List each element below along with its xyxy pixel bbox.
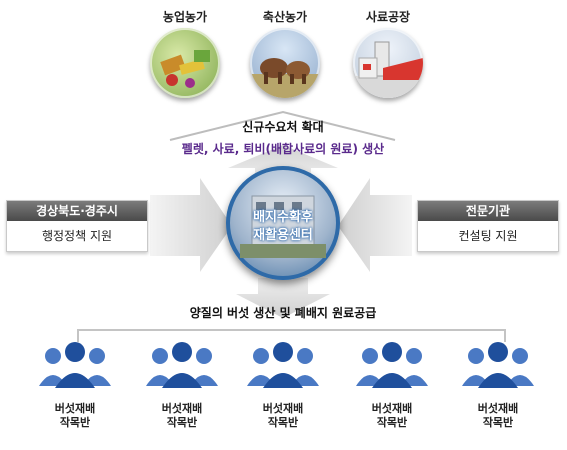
people-group-icon xyxy=(247,342,319,388)
right-arrow xyxy=(338,178,412,272)
bottom-connector-line xyxy=(77,329,506,342)
group-2-label-line1: 버섯재배 xyxy=(161,402,203,415)
expansion-title: 신규수요처 확대 xyxy=(242,120,324,134)
group-2: 버섯재배 작목반 xyxy=(142,340,222,448)
group-4: 버섯재배 작목반 xyxy=(352,340,432,448)
group-5-label-line1: 버섯재배 xyxy=(477,402,519,415)
down-arrow xyxy=(236,278,330,318)
group-1: 버섯재배 작목반 xyxy=(35,340,115,448)
building-icon xyxy=(240,195,326,258)
support-box-government-body: 행정정책 지원 xyxy=(41,229,113,243)
left-arrow xyxy=(150,178,232,272)
group-3: 버섯재배 작목반 xyxy=(243,340,323,448)
people-group-icon xyxy=(39,342,111,388)
source-label-farm: 농업농가 xyxy=(162,10,208,24)
support-box-government: 경상북도·경주시 행정정책 지원 xyxy=(6,200,148,252)
group-4-label-line1: 버섯재배 xyxy=(371,402,413,415)
group-3-label-line2: 작목반 xyxy=(267,416,299,429)
support-box-expert-body: 컨설팅 지원 xyxy=(458,229,518,243)
group-1-label-line1: 버섯재배 xyxy=(54,402,96,415)
group-5: 버섯재배 작목반 xyxy=(458,340,538,448)
group-1-label-line2: 작목반 xyxy=(59,416,91,429)
support-box-expert: 전문기관 컨설팅 지원 xyxy=(417,200,559,252)
group-2-label-line2: 작목반 xyxy=(166,416,198,429)
source-label-livestock: 축산농가 xyxy=(262,10,308,24)
people-group-icon xyxy=(146,342,218,388)
group-3-label-line1: 버섯재배 xyxy=(262,402,304,415)
top-chevron-line xyxy=(169,110,396,141)
group-4-label-line2: 작목반 xyxy=(376,416,408,429)
center-label-line1: 배지수확후 xyxy=(253,210,313,225)
cattle-icon xyxy=(250,28,320,98)
support-box-government-title: 경상북도·경주시 xyxy=(7,201,147,221)
source-label-feed-factory: 사료공장 xyxy=(365,10,411,24)
people-group-icon xyxy=(356,342,428,388)
feed-factory-icon xyxy=(353,28,423,98)
supply-label: 양질의 버섯 생산 및 폐배지 원료공급 xyxy=(189,306,377,320)
farm-produce-icon xyxy=(150,28,220,98)
group-5-label-line2: 작목반 xyxy=(482,416,514,429)
people-group-icon xyxy=(462,342,534,388)
recycling-center: 배지수확후 재활용센터 xyxy=(226,166,340,280)
center-label-line2: 재활용센터 xyxy=(253,228,313,243)
products-text: 펠렛, 사료, 퇴비(배합사료의 원료) 생산 xyxy=(181,142,385,156)
support-box-expert-title: 전문기관 xyxy=(418,201,558,221)
